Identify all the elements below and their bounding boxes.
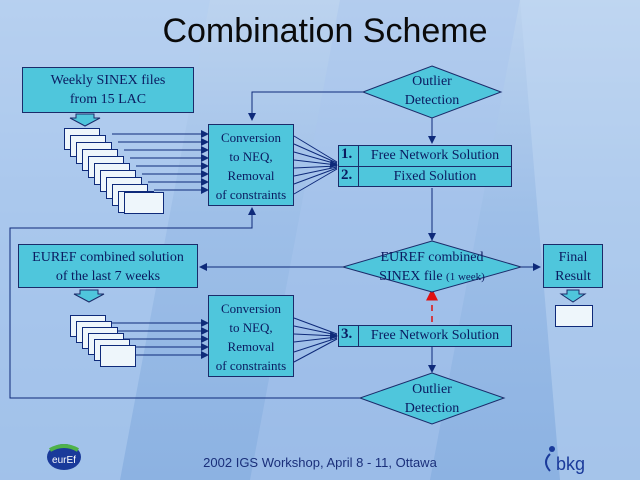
solution-1-label: Free Network Solution xyxy=(370,148,500,163)
svg-text:eurEf: eurEf xyxy=(52,455,76,466)
fan-lines-top xyxy=(112,130,209,194)
solution-2-number: 2. xyxy=(341,167,353,183)
svg-text:bkg: bkg xyxy=(556,454,585,474)
fan-lines-bottom-right xyxy=(293,317,338,363)
solution-3-number: 3. xyxy=(341,326,353,342)
outlier-bottom-diamond xyxy=(358,372,506,425)
euref-sinex-line1: EUREF combined xyxy=(380,250,484,265)
euref-sinex-week-text: (1 week) xyxy=(446,271,485,283)
fan-lines-top-right xyxy=(293,135,338,195)
outlier-top-label: Outlier Detection xyxy=(404,74,460,108)
fan-lines-bottom xyxy=(108,319,209,359)
page-title: Combination Scheme xyxy=(162,12,488,50)
outlier-top-diamond xyxy=(361,65,503,119)
footer-text: 2002 IGS Workshop, April 8 - 11, Ottawa xyxy=(203,455,437,470)
solution-3-label: Free Network Solution xyxy=(370,328,500,343)
arrow-outlier-bottom-loop xyxy=(9,207,360,399)
weekly-sinex-box: Weekly SINEX files from 15 LAC xyxy=(22,67,194,113)
final-result-box: Final Result xyxy=(543,244,603,288)
final-result-page xyxy=(555,305,593,327)
euref-7weeks-box: EUREF combined solution of the last 7 we… xyxy=(18,244,198,288)
bkg-logo: bkg xyxy=(540,444,600,474)
arrow-outlier-to-conversion xyxy=(248,91,363,121)
euref-sinex-diamond xyxy=(341,240,523,293)
outlier-bottom-label: Outlier Detection xyxy=(404,382,460,416)
euref-sinex-line2: SINEX file (1 week) xyxy=(352,267,512,287)
down-arrow-7weeks xyxy=(73,289,105,303)
euref-sinex-file-text: SINEX file xyxy=(379,269,443,284)
euref-logo: eurEf xyxy=(44,440,84,472)
solutions-group xyxy=(338,145,512,187)
solution-2-label: Fixed Solution xyxy=(393,169,477,184)
solution-1-number: 1. xyxy=(341,146,353,162)
down-arrow-final xyxy=(559,289,587,303)
solution-3-group xyxy=(338,325,512,347)
conversion-top-box: Conversion to NEQ, Removal of constraint… xyxy=(208,124,294,206)
conversion-bottom-box: Conversion to NEQ, Removal of constraint… xyxy=(208,295,294,377)
down-arrow-weekly xyxy=(69,113,101,127)
